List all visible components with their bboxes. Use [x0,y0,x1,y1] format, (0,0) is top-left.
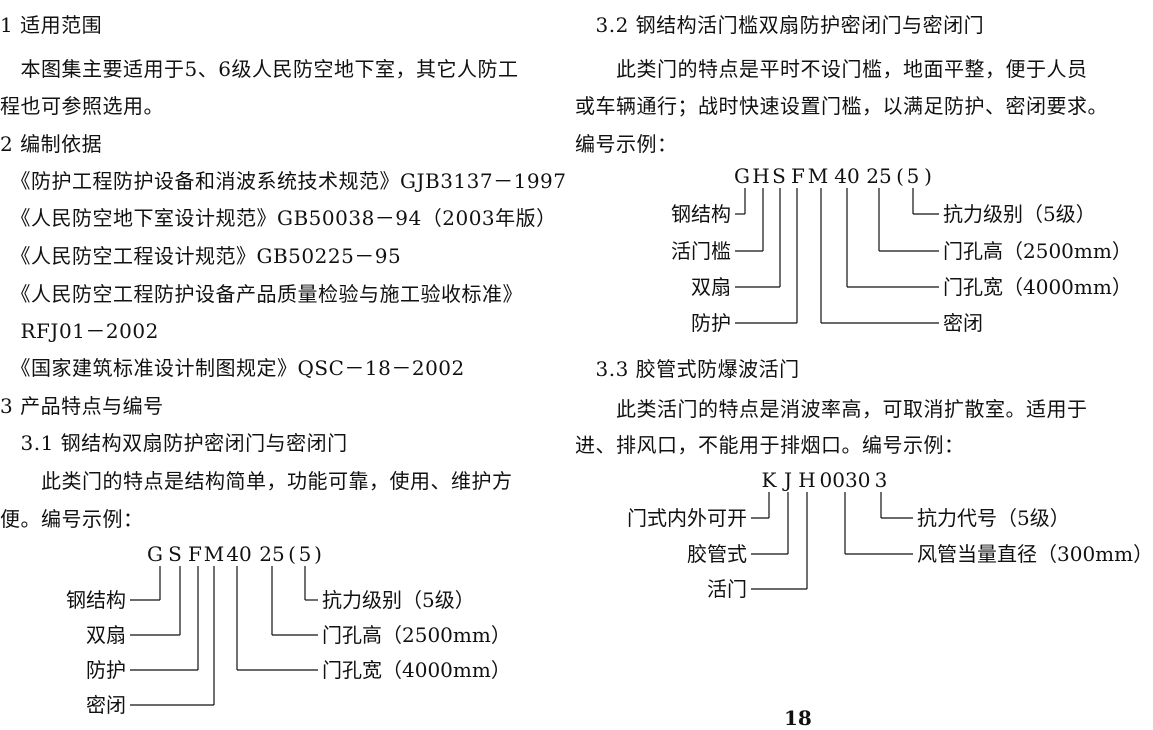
label-left: 密闭 [86,693,126,717]
text-line: 或车辆通行；战时快速设置门槛，以满足防护、密闭要求。 [575,94,1108,118]
label-left: 活门槛 [671,239,731,263]
text-line: 《人民防空地下室设计规范》GB50038－94（2003年版） [0,206,557,230]
label-right: 风管当量直径（300mm） [917,542,1153,566]
label-right: 门孔高（2500mm） [322,623,511,647]
code-diagram-3-3: K J H 0030 3 门式内外可开 胶管式 活门 抗力代号（5级） 风管当量… [575,466,1153,606]
label-left: 双扇 [86,623,126,647]
text-line: 此类活门的特点是消波率高，可取消扩散室。适用于 [575,397,1088,421]
code-letter: G [734,164,750,188]
label-left: 胶管式 [687,542,747,566]
text-line: 3.3 胶管式防爆波活门 [575,357,800,381]
code-letter: ( [288,542,296,566]
code-letter: M [807,164,829,188]
label-right: 门孔宽（4000mm） [322,658,511,682]
code-letter: ) [924,164,932,188]
code-letter: 5 [298,542,312,566]
text-line: 进、排风口，不能用于排烟口。编号示例： [575,433,965,457]
left-column: 1 适用范围 本图集主要适用于5、6级人民防空地下室，其它人防工 程也可参照选用… [0,0,566,724]
text-line: 《国家建筑标准设计制图规定》QSC－18－2002 [0,356,465,380]
text-line: 3 产品特点与编号 [0,394,164,418]
code-letter: 40 [226,542,252,566]
code-letter: ( [896,164,904,188]
text-line: 编号示例： [575,132,678,156]
label-left: 活门 [707,577,747,601]
text-line: 2 编制依据 [0,132,103,156]
code-diagram-3-2: G H S F M 40 25 ( 5 ) 钢结构 活门槛 双扇 防护 抗力级别… [575,162,1135,344]
label-right: 门孔高（2500mm） [943,239,1132,263]
code-letter: H [798,468,816,492]
code-letter: M [203,542,225,566]
code-letter: 3 [874,468,888,492]
text-line: 3.1 钢结构双扇防护密闭门与密闭门 [0,431,348,455]
text-line: 此类门的特点是平时不设门槛，地面平整，便于人员 [575,57,1088,81]
code-letter: 25 [259,542,285,566]
text-line: 3.2 钢结构活门槛双扇防护密闭门与密闭门 [575,13,985,37]
right-column: 3.2 钢结构活门槛双扇防护密闭门与密闭门 此类门的特点是平时不设门槛，地面平整… [575,0,1153,724]
diagram-connector-lines [751,492,913,590]
label-left: 钢结构 [671,202,731,226]
code-letter: S [168,542,182,566]
code-diagram-3-1: G S F M 40 25 ( 5 ) 钢结构 双扇 防护 密闭 抗力级别（5级… [0,540,560,724]
text-line: 本图集主要适用于5、6级人民防空地下室，其它人防工 [0,57,519,81]
label-right: 门孔宽（4000mm） [943,275,1132,299]
label-left: 双扇 [691,275,731,299]
diagram-connector-lines [735,188,939,324]
text-line: 《人民防空工程设计规范》GB50225－95 [0,244,402,268]
text-line: 便。编号示例： [0,507,144,531]
label-right: 抗力级别（5级） [943,202,1096,226]
label-left: 防护 [691,311,731,335]
label-right: 抗力级别（5级） [322,588,475,612]
code-letter: F [188,542,202,566]
code-letter: G [147,542,163,566]
code-letter: 25 [866,164,892,188]
label-right: 抗力代号（5级） [917,506,1070,530]
code-letter: 5 [906,164,920,188]
diagram-connector-lines [130,566,318,706]
page-number: 18 [784,706,812,730]
code-letter: 40 [834,164,860,188]
code-letter: H [752,164,770,188]
label-right: 密闭 [943,311,983,335]
label-left: 门式内外可开 [627,506,747,530]
code-letter: S [772,164,786,188]
code-letter: J [783,468,793,492]
code-letter: F [791,164,805,188]
label-left: 防护 [86,658,126,682]
text-line: 《人民防空工程防护设备产品质量检验与施工验收标准》 [0,282,523,306]
text-line: 1 适用范围 [0,13,103,37]
text-line: 《防护工程防护设备和消波系统技术规范》GJB3137－1997 [0,169,567,193]
code-letter: 0030 [819,468,871,492]
code-letter: K [761,468,777,492]
label-left: 钢结构 [66,588,126,612]
text-line: 此类门的特点是结构简单，功能可靠，使用、维护方 [0,469,513,493]
text-line: RFJ01－2002 [0,319,159,343]
code-letter: ) [314,542,322,566]
text-line: 程也可参照选用。 [0,94,164,118]
